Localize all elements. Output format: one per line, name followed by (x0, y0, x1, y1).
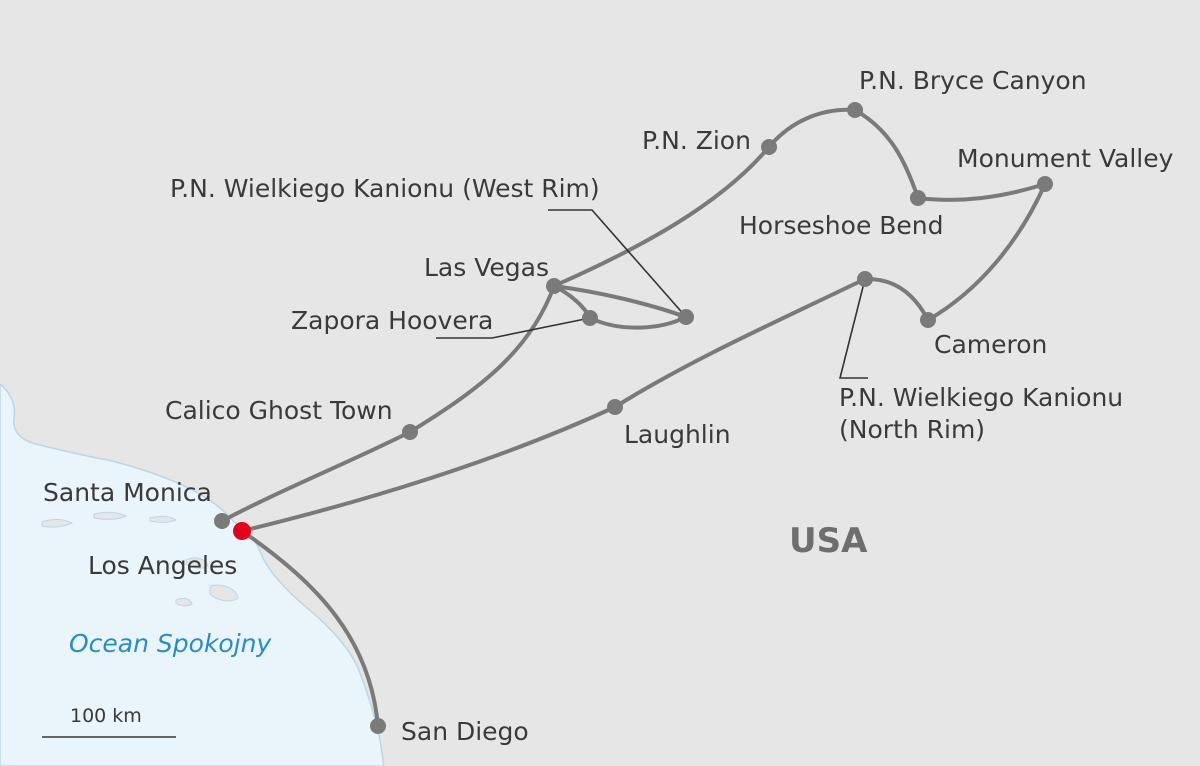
label-laughlin: Laughlin (624, 420, 731, 449)
leader-westrim (548, 209, 687, 318)
route-northrim-laughlin-la (240, 277, 867, 533)
route-lasvegas-westrim (552, 284, 688, 319)
label-sandiego: San Diego (401, 717, 529, 746)
label-northrim-line2: (North Rim) (839, 415, 985, 444)
island (93, 511, 128, 520)
route-cameron-northrim (863, 276, 930, 322)
stop-westrim[interactable] (678, 309, 694, 325)
label-bryce: P.N. Bryce Canyon (859, 66, 1087, 95)
route-monument-cameron (926, 182, 1047, 322)
stop-lasvegas[interactable] (546, 278, 562, 294)
label-hoover: Zapora Hoovera (291, 306, 493, 335)
route-bryce-horseshoe (853, 108, 920, 200)
island (175, 597, 193, 607)
scale-bar: 100 km (42, 705, 176, 738)
label-country: USA (789, 521, 868, 561)
island (209, 584, 239, 602)
island (185, 557, 209, 569)
leader-hoover (436, 317, 591, 339)
stops (214, 102, 1053, 734)
route-lasvegas-zion-bryce (552, 107, 857, 288)
stop-sandiego[interactable] (370, 718, 386, 734)
route-horseshoe-monument (916, 182, 1047, 202)
island (149, 515, 178, 523)
label-horseshoe: Horseshoe Bend (739, 211, 944, 240)
stop-monument[interactable] (1037, 176, 1053, 192)
stop-santamonica[interactable] (214, 513, 230, 529)
labels: P.N. Bryce Canyon P.N. Zion Monument Val… (43, 66, 1174, 746)
label-monument: Monument Valley (957, 144, 1174, 173)
label-ocean: Ocean Spokojny (69, 629, 273, 658)
scale-label: 100 km (70, 705, 142, 727)
label-cameron: Cameron (934, 330, 1047, 359)
label-lasvegas: Las Vegas (424, 253, 549, 282)
label-santamonica: Santa Monica (43, 478, 212, 507)
label-westrim: P.N. Wielkiego Kanionu (West Rim) (170, 174, 600, 203)
start-marker-los-angeles[interactable] (233, 522, 251, 540)
stop-horseshoe[interactable] (910, 190, 926, 206)
stop-zion[interactable] (761, 139, 777, 155)
stop-cameron[interactable] (920, 312, 936, 328)
channel-islands (41, 511, 239, 607)
stop-laughlin[interactable] (607, 399, 623, 415)
stop-calico[interactable] (402, 424, 418, 440)
stop-northrim[interactable] (857, 271, 873, 287)
label-zion: P.N. Zion (642, 126, 751, 155)
label-northrim-line1: P.N. Wielkiego Kanionu (839, 383, 1123, 412)
route-la-sandiego (240, 529, 380, 728)
leader-lines (436, 209, 868, 379)
route-hoover-westrim (588, 315, 688, 330)
pacific-ocean (0, 383, 385, 766)
leader-northrim (838, 278, 868, 379)
stop-bryce[interactable] (847, 102, 863, 118)
stop-hoover[interactable] (582, 310, 598, 326)
island (41, 519, 74, 528)
label-calico: Calico Ghost Town (165, 396, 393, 425)
label-losangeles: Los Angeles (88, 551, 237, 580)
